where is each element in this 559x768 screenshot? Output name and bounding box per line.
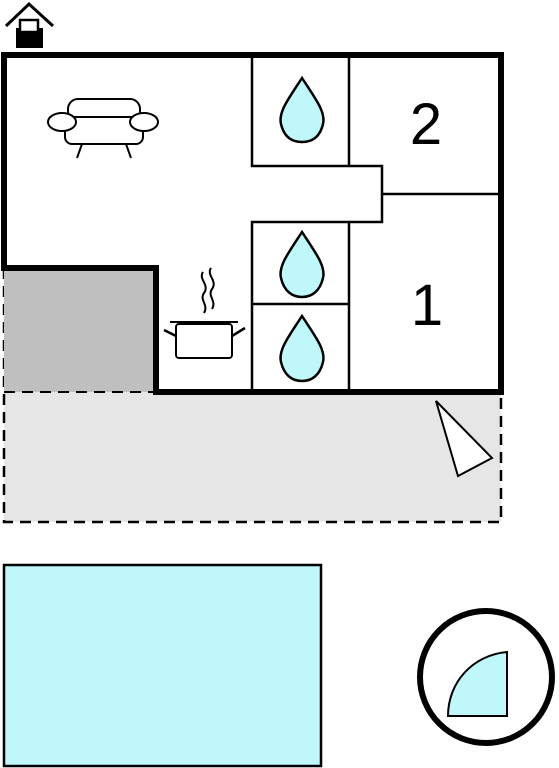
room-number-2: 2 bbox=[410, 92, 442, 157]
water-drop-icon bbox=[279, 313, 325, 383]
exterior-walls bbox=[1, 52, 504, 395]
compass-quarter-icon bbox=[417, 608, 555, 746]
water-drop-icon bbox=[279, 75, 325, 144]
interior-walls bbox=[250, 55, 501, 392]
covered-area bbox=[4, 268, 156, 392]
terrace-outline bbox=[2, 268, 503, 524]
triangle-marker-icon bbox=[435, 400, 494, 478]
swimming-pool bbox=[2, 563, 323, 768]
cooking-pot-icon bbox=[163, 267, 246, 359]
room-number-1: 1 bbox=[411, 273, 443, 338]
house-entrance-icon bbox=[4, 1, 55, 48]
water-drop-icon bbox=[279, 229, 325, 299]
sofa-icon bbox=[47, 98, 159, 159]
